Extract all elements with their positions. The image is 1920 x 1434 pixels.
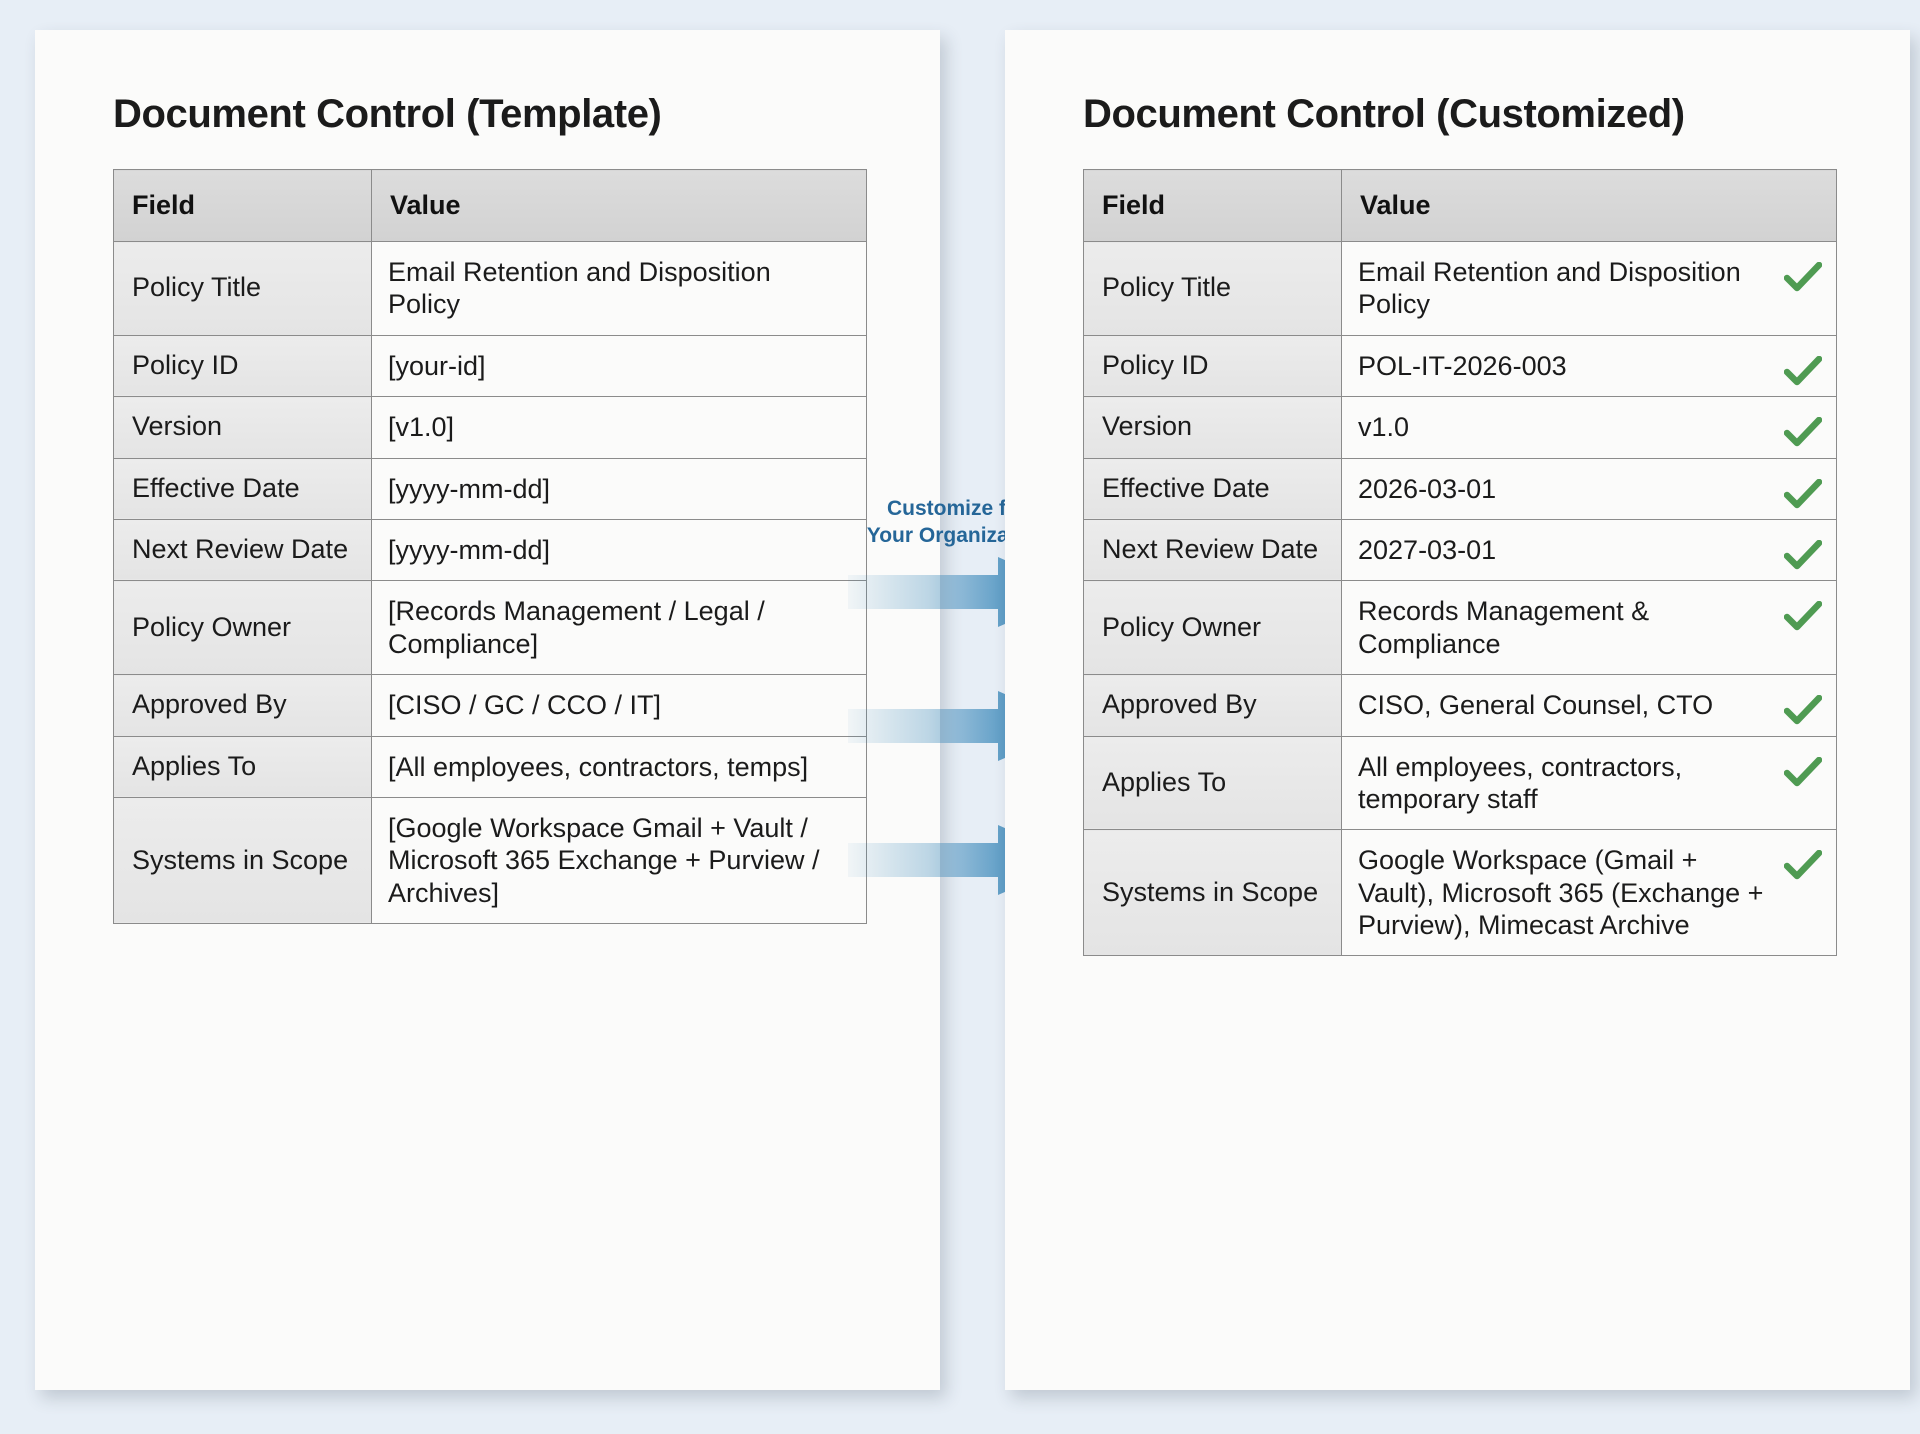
field-label: Policy Title: [113, 241, 372, 336]
value-text: [All employees, contractors, temps]: [388, 751, 809, 782]
placeholder-value: [CISO / GC / CCO / IT]: [371, 674, 867, 737]
table-row: Policy Owner Records Management & Complia…: [1083, 580, 1837, 676]
field-label: Approved By: [113, 674, 372, 737]
column-header-value: Value: [371, 169, 867, 242]
value-text: All employees, contractors, temporary st…: [1358, 751, 1683, 814]
check-icon: [1784, 417, 1822, 447]
check-icon: [1784, 850, 1822, 880]
table-row: Next Review Date [yyyy-mm-dd]: [113, 518, 867, 582]
value-text: Email Retention and Disposition Policy: [1358, 257, 1741, 320]
table-row: Policy Title Email Retention and Disposit…: [113, 241, 867, 336]
table-header-row: Field Value: [113, 169, 867, 242]
field-label: Effective Date: [113, 457, 372, 520]
field-value: CISO, General Counsel, CTO: [1341, 674, 1837, 737]
table-row: Effective Date 2026-03-01: [1083, 457, 1837, 520]
template-table-body: Policy Title Email Retention and Disposit…: [113, 241, 867, 925]
value-text: [yyyy-mm-dd]: [388, 534, 550, 565]
table-row: Next Review Date 2027-03-01: [1083, 518, 1837, 582]
column-header-field: Field: [1083, 169, 1342, 242]
placeholder-value: [Google Workspace Gmail + Vault / Micros…: [371, 796, 867, 925]
field-value: Google Workspace (Gmail + Vault), Micros…: [1341, 829, 1837, 957]
value-text: Records Management & Compliance: [1358, 596, 1650, 659]
value-text: Google Workspace (Gmail + Vault), Micros…: [1358, 845, 1764, 941]
field-value: v1.0: [1341, 396, 1837, 459]
field-label: Applies To: [113, 735, 372, 798]
value-text: [CISO / GC / CCO / IT]: [388, 690, 662, 721]
placeholder-value: [All employees, contractors, temps]: [371, 735, 867, 798]
value-text: 2026-03-01: [1358, 473, 1497, 504]
field-label: Policy Title: [1083, 241, 1342, 336]
document-control-template-table: Field Value Policy Title Email Retention …: [113, 169, 867, 925]
check-icon: [1784, 478, 1822, 509]
field-label: Policy Owner: [113, 580, 372, 676]
check-icon: [1784, 601, 1822, 631]
field-label: Systems in Scope: [1083, 829, 1342, 957]
check-icon: [1784, 695, 1822, 725]
table-row: Approved By [CISO / GC / CCO / IT]: [113, 674, 867, 737]
value-text: [yyyy-mm-dd]: [388, 473, 550, 504]
template-panel: Document Control (Template) Field Value …: [35, 30, 940, 1390]
table-row: Version v1.0: [1083, 396, 1837, 459]
table-row: Version [v1.0]: [113, 396, 867, 459]
field-label: Approved By: [1083, 674, 1342, 737]
column-header-value: Value: [1341, 169, 1837, 242]
table-row: Policy Owner [Records Management / Legal …: [113, 580, 867, 676]
value-text: [Records Management / Legal / Compliance…: [388, 596, 765, 659]
field-value: POL-IT-2026-003: [1341, 334, 1837, 398]
table-row: Applies To All employees, contractors, te…: [1083, 735, 1837, 831]
value-text: Email Retention and Disposition Policy: [388, 257, 771, 320]
field-label: Version: [1083, 396, 1342, 459]
placeholder-value: [your-id]: [371, 334, 867, 398]
field-value: Email Retention and Disposition Policy: [1341, 241, 1837, 336]
table-row: Approved By CISO, General Counsel, CTO: [1083, 674, 1837, 737]
check-icon: [1784, 539, 1822, 570]
column-header-field: Field: [113, 169, 372, 242]
field-value: 2027-03-01: [1341, 518, 1837, 582]
check-icon: [1784, 262, 1822, 292]
value-text: [your-id]: [388, 350, 486, 381]
field-label: Effective Date: [1083, 457, 1342, 520]
customized-panel: Document Control (Customized) Field Valu…: [1005, 30, 1910, 1390]
field-label: Version: [113, 396, 372, 459]
check-icon: [1784, 756, 1822, 787]
table-row: Policy ID POL-IT-2026-003: [1083, 334, 1837, 398]
placeholder-value: [yyyy-mm-dd]: [371, 518, 867, 582]
document-control-customized-table: Field Value Policy Title Email Retention …: [1083, 169, 1837, 957]
value-text: v1.0: [1358, 412, 1410, 443]
table-row: Effective Date [yyyy-mm-dd]: [113, 457, 867, 520]
field-label: Systems in Scope: [113, 796, 372, 925]
value-text: 2027-03-01: [1358, 534, 1497, 565]
page-title-template: Document Control (Template): [113, 92, 662, 136]
value-text: [v1.0]: [388, 412, 455, 443]
field-label: Policy ID: [113, 334, 372, 398]
table-header-row: Field Value: [1083, 169, 1837, 242]
value-text: [Google Workspace Gmail + Vault / Micros…: [388, 812, 820, 908]
placeholder-value: [yyyy-mm-dd]: [371, 457, 867, 520]
value-text: CISO, General Counsel, CTO: [1358, 690, 1714, 721]
table-row: Systems in Scope[Google Workspace Gmail …: [113, 796, 867, 925]
page-title-customized: Document Control (Customized): [1083, 92, 1685, 136]
table-row: Policy Title Email Retention and Disposit…: [1083, 241, 1837, 336]
field-value: 2026-03-01: [1341, 457, 1837, 520]
table-row: Policy ID [your-id]: [113, 334, 867, 398]
field-value: Records Management & Compliance: [1341, 580, 1837, 676]
check-icon: [1784, 355, 1822, 386]
field-label: Next Review Date: [1083, 518, 1342, 582]
table-row: Applies To [All employees, contractors, t…: [113, 735, 867, 798]
value-text: POL-IT-2026-003: [1358, 350, 1567, 381]
customized-table-body: Policy Title Email Retention and Disposit…: [1083, 241, 1837, 957]
field-label: Applies To: [1083, 735, 1342, 831]
placeholder-value: [Records Management / Legal / Compliance…: [371, 580, 867, 676]
field-label: Policy Owner: [1083, 580, 1342, 676]
field-label: Policy ID: [1083, 334, 1342, 398]
field-value: All employees, contractors, temporary st…: [1341, 735, 1837, 831]
placeholder-value: [v1.0]: [371, 396, 867, 459]
field-value: Email Retention and Disposition Policy: [371, 241, 867, 336]
field-label: Next Review Date: [113, 518, 372, 582]
